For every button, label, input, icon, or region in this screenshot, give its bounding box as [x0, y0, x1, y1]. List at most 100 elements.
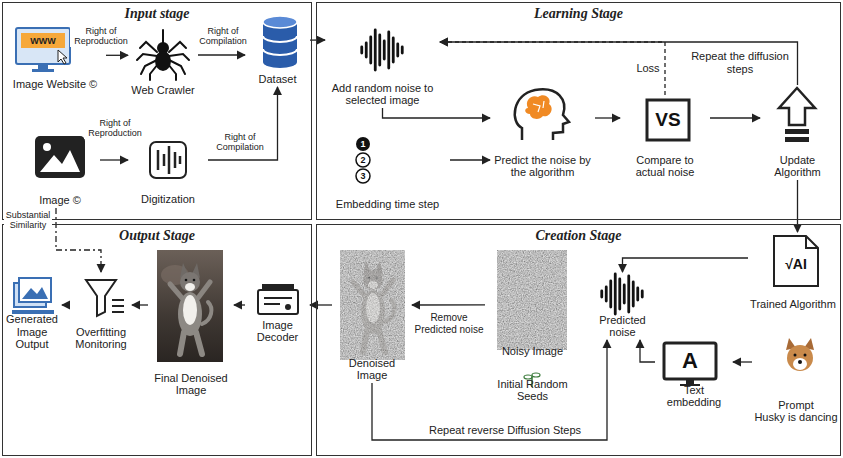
waveform-bar — [378, 35, 381, 65]
waveform-bar — [627, 276, 630, 312]
stage-panel: Creation StageDenoised Image Noisy ImageI… — [316, 224, 841, 456]
icon-node: PromptHusky is dancing — [752, 340, 840, 425]
flow-arrow — [106, 55, 128, 56]
flow-arrow — [62, 304, 70, 305]
waveform-bar — [636, 288, 639, 300]
node-caption: Update Algorithm — [762, 154, 833, 179]
flow-arrow — [383, 108, 491, 118]
node-caption: Initial Random Seeds — [487, 378, 578, 403]
icon-text: VS — [649, 102, 687, 138]
stage-panel: Learning StageAdd random noise to select… — [316, 2, 841, 220]
waveform-bar — [614, 274, 617, 314]
stage-panel: Output StageGenerated Image OutputOverfi… — [2, 224, 312, 456]
edge-label: Right of Compilation — [212, 132, 268, 153]
stage-title: Input stage — [3, 6, 311, 22]
waveform-bar — [387, 32, 390, 68]
edge-label: Substantial Similarity — [4, 210, 52, 231]
icon-node: Compare to actual noise — [620, 95, 710, 180]
node-caption: Predict the noise by the algorithm — [492, 154, 593, 179]
waveform-bar — [383, 41, 386, 59]
node-caption: Image Decoder — [247, 319, 308, 344]
icon-node: Denoised Image — [332, 248, 412, 383]
icon-node: Digitization — [128, 135, 208, 207]
icon-node: Update Algorithm — [760, 85, 835, 180]
edge-label: Repeat the diffusion steps — [690, 50, 790, 75]
waveform-bar — [641, 291, 644, 297]
icon-node: Predict the noise by the algorithm — [490, 85, 595, 180]
flow-arrow — [310, 39, 325, 41]
flow-arrow — [372, 340, 607, 440]
node-caption: Generated Image Output — [4, 313, 60, 351]
node-caption: Trained Algorithm — [750, 298, 836, 311]
flow-arrow — [198, 54, 245, 55]
icon-node: Noisy ImageInitial Random Seeds — [485, 248, 580, 404]
edge-label: Repeat reverse Diffusion Steps — [420, 424, 590, 437]
icon-node: Generated Image Output — [2, 272, 62, 352]
flow-arrow — [412, 304, 485, 305]
flow-arrow — [440, 42, 798, 85]
icon-node: Add random noise to selected image — [325, 28, 440, 108]
node-caption: Noisy Image — [502, 345, 563, 358]
icon-text: WWW — [21, 33, 65, 48]
node-caption: Compare to actual noise — [622, 154, 708, 179]
node-caption: Text embedding — [657, 384, 731, 409]
icon-node: Image Decoder — [245, 283, 310, 345]
waveform-bar — [396, 44, 399, 56]
icon-text: 3 — [356, 169, 370, 183]
node-caption: Embedding time step — [336, 198, 439, 211]
flow-arrow — [595, 117, 620, 118]
icon-text: A — [666, 345, 714, 377]
waveform-bar — [369, 37, 372, 63]
node-caption: Image Website © — [13, 78, 97, 91]
waveform-bar — [623, 285, 626, 303]
node-caption: Final Denoised Image — [150, 372, 232, 397]
waveform-bar — [600, 291, 603, 297]
node-caption: Image © — [39, 194, 81, 207]
waveform-bar — [618, 279, 621, 309]
icon-node: Image © — [20, 130, 100, 208]
waveform-bar — [392, 38, 395, 62]
stage-title: Creation Stage — [317, 228, 840, 244]
flow-arrow — [208, 87, 278, 160]
waveform-bar — [374, 30, 377, 70]
flow-arrow — [440, 42, 665, 95]
flow-arrow — [623, 258, 749, 272]
waveform-bar — [609, 281, 612, 307]
node-caption: Prompt — [778, 399, 813, 412]
flow-arrow — [132, 304, 148, 305]
node-caption: Add random noise to selected image — [327, 82, 438, 107]
node-caption: Dataset — [259, 73, 297, 86]
flow-arrow — [56, 208, 101, 272]
edge-label: Loss — [634, 62, 662, 75]
flow-arrow — [733, 361, 752, 362]
icon-node: Overfitting Monitoring — [70, 272, 132, 352]
icon-node: Web Crawler — [128, 28, 198, 98]
icon-node: Embedding time step — [325, 130, 450, 212]
flow-arrow — [640, 340, 655, 362]
node-caption: Denoised Image — [334, 357, 410, 382]
edge-label: Right of Reproduction — [84, 118, 146, 139]
icon-text: 2 — [356, 153, 370, 167]
icon-node: Dataset — [245, 15, 310, 87]
edge-label: Remove Predicted noise — [414, 312, 484, 335]
node-caption: Overfitting Monitoring — [72, 326, 130, 351]
icon-text: √AI — [775, 250, 817, 278]
stage-panel: Input stageImage Website © Web CrawlerDat… — [2, 2, 312, 220]
icon-node: Predicted noise — [585, 272, 660, 340]
node-caption: Husky is dancing — [754, 411, 837, 424]
flow-arrow — [310, 304, 332, 305]
icon-node: Final Denoised Image — [148, 248, 234, 398]
edge-label: Right of Reproduction — [70, 26, 132, 47]
flow-arrow — [234, 304, 245, 305]
stage-title: Learning Stage — [317, 6, 840, 22]
waveform-bar — [401, 47, 404, 53]
node-caption: Predicted noise — [587, 314, 658, 339]
waveform-bar — [605, 287, 608, 301]
waveform-bar — [632, 282, 635, 306]
flow-arrow — [100, 159, 128, 160]
waveform-bar — [365, 43, 368, 57]
icon-text: 1 — [356, 137, 370, 151]
edge-label: Right of Compilation — [198, 26, 248, 47]
node-caption: Digitization — [141, 193, 195, 206]
flow-arrow — [450, 159, 490, 160]
